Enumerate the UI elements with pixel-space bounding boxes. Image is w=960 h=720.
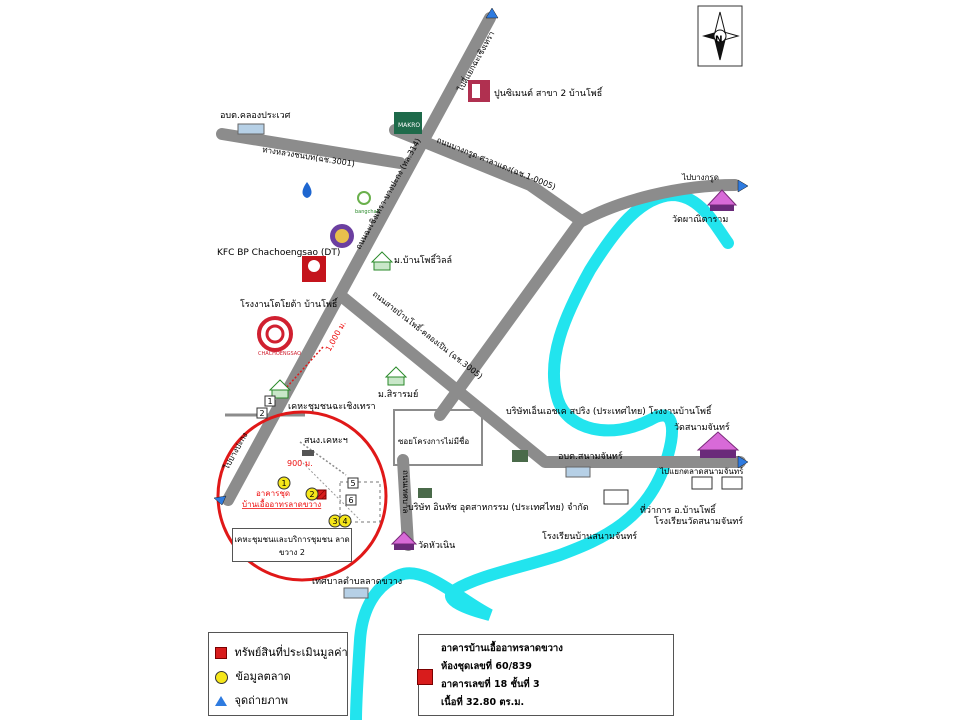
village-icon <box>370 251 394 271</box>
market-point-2: 2 <box>309 490 314 499</box>
label-sno-kheha: สนง.เคหะฯ <box>304 436 348 446</box>
road-3005 <box>334 289 746 468</box>
factory-icon <box>512 450 528 462</box>
temple-icon <box>706 189 738 211</box>
community-box: เคหะชุมชนและบริการชุมชน ลาดขวาง 2 <box>232 528 352 562</box>
bangchak-icon: bangchak <box>355 191 380 215</box>
government-building-icon <box>237 123 265 135</box>
temple-icon <box>696 431 740 458</box>
svg-text:bangchak: bangchak <box>355 209 380 215</box>
village-icon <box>268 379 292 399</box>
road-connector <box>434 216 586 421</box>
legend-row-market: ข้อมูลตลาด <box>215 667 291 685</box>
photo-point-5: 5 <box>350 479 355 488</box>
building-icon <box>394 112 422 134</box>
photo-point-1: 1 <box>267 397 272 406</box>
label-obt-khlong-prawet: อบต.คลองประเวศ <box>220 111 291 121</box>
label-kfc: KFC BP Chachoengsao (DT) <box>217 248 340 258</box>
compass-label: N <box>715 35 723 45</box>
label-chumchon-chachoengsao: เคหะชุมชนฉะเชิงเทรา <box>288 401 376 412</box>
market-point-1: 1 <box>281 479 286 488</box>
government-building-icon <box>343 587 369 599</box>
label-toyota: โรงงานโตโยต้า บ้านโพธิ์ <box>240 297 339 310</box>
svg-text:MAKRO: MAKRO <box>398 122 420 129</box>
label-mu-siram: ม.สิรารมย์ <box>378 388 418 400</box>
label-school-ban-sanam-chan: โรงเรียนบ้านสนามจันทร์ <box>542 530 637 542</box>
label-district-office: ที่ว่าการ อ.บ้านโพธิ์ <box>640 503 717 516</box>
subject-area-circle <box>216 410 388 582</box>
info-line-4: เนื้อที่ 32.80 ตร.ม. <box>441 697 525 708</box>
university-seal-icon <box>330 224 354 248</box>
photo-point-marker: 5 6 1 2 <box>256 395 359 506</box>
label-obt-sanam-chan: อบต.สนามจันทร์ <box>558 450 623 462</box>
road-to-bang-krut <box>574 179 741 228</box>
road-tesaban <box>397 454 414 551</box>
label-mu-ban-pho-villa: ม.บ้านโพธิ์วิลล์ <box>394 253 452 266</box>
label-building-1: อาคารชุด <box>256 489 290 498</box>
kfc-logo-icon <box>302 256 326 282</box>
label-road-1005: ถนนบางกรูด-ศาลาแดง(ฉช.1-0005) <box>435 136 557 193</box>
compass-icon <box>697 5 743 67</box>
label-building-2: บ้านเอื้ออาทรลาดขวาง <box>242 498 321 509</box>
legend-photo-label: จุดถ่ายภาพ <box>234 694 289 707</box>
property-marker-icon <box>215 647 227 659</box>
info-line-2: ห้องชุดเลขที่ 60/839 <box>441 661 532 672</box>
label-wat-phanitaram: วัดผาณิตาราม <box>672 214 728 225</box>
label-company-industry: บริษัท อินทัช อุตสาหกรรม (ประเทศไทย) จำก… <box>408 502 589 513</box>
market-point-4: 4 <box>342 517 347 526</box>
market-point-3: 3 <box>332 517 337 526</box>
soi-box-1 <box>393 409 483 466</box>
temple-icon <box>390 531 418 550</box>
legend-market-label: ข้อมูลตลาด <box>235 670 291 683</box>
road-3001 <box>216 128 406 169</box>
market-marker-icon <box>215 670 228 684</box>
arrow-icon <box>213 7 749 506</box>
label-school-wat-sanam-chan: โรงเรียนวัดสนามจันทร์ <box>654 515 743 527</box>
label-soi-project: ซอยโครงการไม่มีชื่อ <box>398 435 469 446</box>
label-road-tesaban: ถนนเทศบาล <box>401 470 410 513</box>
legend: ทรัพย์สินที่ประเมินมูลค่า ข้อมูลตลาด จุด… <box>208 632 348 716</box>
main-highway <box>222 12 496 506</box>
market-data-marker: 1 2 3 4 <box>277 476 352 528</box>
label-to-bang-krut: ไปบางกรูด <box>681 173 719 183</box>
river <box>350 188 734 720</box>
info-property-marker-icon <box>417 669 433 685</box>
label-company-sp: บริษัทเอ็นเอชเค สปริง (ประเทศไทย) โรงงาน… <box>506 404 713 417</box>
government-building-icon <box>565 466 591 478</box>
village-icon <box>384 366 408 386</box>
ptt-fuel-icon <box>302 182 312 198</box>
government-building-icon <box>603 476 743 505</box>
photo-point-icon <box>215 696 227 706</box>
photo-point-2: 2 <box>259 409 264 418</box>
legend-row-photo: จุดถ่ายภาพ <box>215 691 288 709</box>
label-wat-sanam-chan: วัดสนามจันทร์ <box>674 421 730 433</box>
svg-text:CHACHOENGSAO: CHACHOENGSAO <box>258 351 301 357</box>
label-municipality: เทศบาลตำบลลาดขวาง <box>312 576 402 587</box>
legend-row-property: ทรัพย์สินที่ประเมินมูลค่า <box>215 643 348 661</box>
info-line-1: อาคารบ้านเอื้ออาทรลาดขวาง <box>441 643 563 654</box>
label-wat-hua-noen: วัดหัวเนิน <box>418 540 455 551</box>
label-pttep: ปูนซิเมนต์ สาขา 2 บ้านโพธิ์ <box>494 86 604 99</box>
legend-property-label: ทรัพย์สินที่ประเมินมูลค่า <box>234 646 348 659</box>
photo-point-6: 6 <box>348 496 353 505</box>
cement-logo-icon <box>468 80 490 102</box>
community-box-label: เคหะชุมชนและบริการชุมชน ลาดขวาง 2 <box>234 535 350 557</box>
info-box: อาคารบ้านเอื้ออาทรลาดขวาง ห้องชุดเลขที่ … <box>417 634 674 716</box>
factory-icon <box>418 488 432 498</box>
label-distance-900: 900 ม. <box>287 459 313 468</box>
info-line-3: อาคารเลขที่ 18 ชั้นที่ 3 <box>441 679 540 690</box>
toyota-logo-icon: CHACHOENGSAO <box>257 316 301 357</box>
label-to-intersection: ไปแยกตลาดสนามจันทร์ <box>659 466 744 476</box>
road-1005 <box>389 124 586 226</box>
